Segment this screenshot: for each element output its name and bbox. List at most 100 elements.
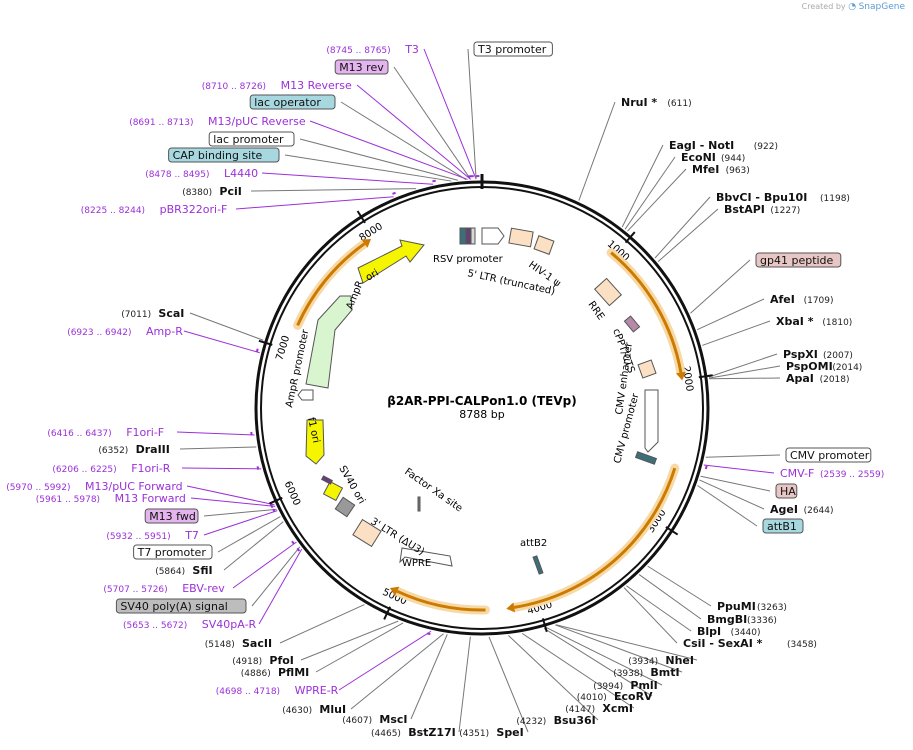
label-position: (3994) bbox=[593, 682, 623, 692]
label-name: BlpI bbox=[697, 625, 721, 638]
label-box bbox=[775, 483, 798, 499]
outer-label-ebvrev: (5707 .. 5726)EBV-rev bbox=[103, 582, 225, 595]
outer-label-pbr322: (8225 .. 8244)pBR322ori-F bbox=[81, 203, 228, 216]
outer-label-f1orir: (6206 .. 6225)F1ori-R bbox=[52, 462, 170, 475]
cppt-block-2 bbox=[637, 359, 657, 379]
label-position: (5932 .. 5951) bbox=[106, 532, 170, 542]
label-position: (611) bbox=[667, 99, 691, 109]
label-name: CAP binding site bbox=[173, 149, 263, 162]
primer-mark-sv40par bbox=[296, 547, 301, 552]
label-box bbox=[473, 41, 553, 57]
leader-line-ha bbox=[700, 475, 771, 492]
label-name: ApaI bbox=[786, 372, 814, 385]
outer-label-lacop: lac operator bbox=[249, 94, 336, 110]
outer-label-m13puc: (8691 .. 8713)M13/pUC Reverse bbox=[129, 115, 306, 128]
ampr-arrow bbox=[305, 295, 353, 389]
leader-line-sacii bbox=[279, 604, 365, 644]
leader-line-ppumi bbox=[647, 565, 712, 607]
leader-line-ampr-primer bbox=[183, 330, 260, 354]
label-position: (1198) bbox=[820, 194, 850, 204]
label-name: M13 fwd bbox=[149, 510, 196, 523]
outer-label-m13fwd: M13 fwd bbox=[144, 508, 199, 524]
leader-line-bsu36i bbox=[508, 635, 599, 721]
primer-mark-t7p bbox=[272, 508, 276, 513]
label-position: (8710 .. 8726) bbox=[202, 82, 266, 92]
tick-mark bbox=[698, 374, 713, 379]
plasmid-name: β2AR-PPI-CALPon1.0 (TEVp) bbox=[387, 394, 576, 408]
outer-label-m13forward: (5961 .. 5978)M13 Forward bbox=[36, 492, 186, 505]
label-name: Amp-R bbox=[146, 325, 183, 338]
leader-line-nhei bbox=[555, 624, 698, 661]
outer-label-csii: CsiI - SexAI *(3458) bbox=[683, 637, 817, 650]
outer-label-econi: EcoNI(944) bbox=[681, 151, 745, 164]
leader-line-pcii bbox=[250, 188, 417, 192]
label-name: T7 promoter bbox=[137, 546, 207, 559]
label-name: SacII bbox=[242, 637, 272, 650]
credit-brand: SnapGene bbox=[858, 2, 905, 12]
leader-line-m13reverse bbox=[356, 84, 471, 180]
leader-line-draiii bbox=[179, 446, 257, 450]
label-name: AfeI bbox=[770, 293, 795, 306]
lac-block bbox=[470, 227, 476, 245]
label-name: EBV-rev bbox=[182, 582, 225, 595]
label-position: (6352) bbox=[98, 446, 128, 456]
label-position: (6416 .. 6437) bbox=[47, 429, 111, 439]
primer-mark-l4440 bbox=[432, 179, 436, 183]
tick-mark bbox=[541, 618, 548, 633]
label-box bbox=[208, 131, 295, 147]
label-name: T7 bbox=[184, 529, 199, 542]
outer-label-ppumi: PpuMI(3263) bbox=[717, 600, 787, 613]
outer-label-mfei: MfeI(963) bbox=[692, 163, 750, 176]
label-name: PciI bbox=[219, 185, 241, 198]
leader-line-t3promoter bbox=[467, 48, 477, 180]
label-position: (2014) bbox=[832, 363, 862, 373]
outer-label-l4440: (8478 .. 8495)L4440 bbox=[145, 167, 258, 180]
outer-label-bmgbi: BmgBI(3336) bbox=[707, 613, 777, 626]
outer-label-f1orif: (6416 .. 6437)F1ori-F bbox=[47, 426, 164, 439]
orf-arc-wpre-head bbox=[389, 586, 400, 596]
leader-line-t3p bbox=[423, 48, 477, 180]
label-box bbox=[785, 447, 872, 463]
outer-label-lacprom: lac promoter bbox=[208, 131, 295, 147]
label-name: BbvCI - Bpu10I bbox=[716, 191, 807, 204]
label-name: F1ori-R bbox=[131, 462, 171, 475]
label-name: AgeI bbox=[770, 503, 798, 516]
outer-label-agei: AgeI (2644) bbox=[770, 503, 834, 516]
outer-label-t7p: (5932 .. 5951) T7 bbox=[106, 529, 199, 542]
outer-label-pfoi: (4918)PfoI bbox=[232, 654, 294, 667]
leader-line-lacop bbox=[340, 101, 467, 180]
orf-arc-ampr-head bbox=[361, 239, 372, 248]
label-name: L4440 bbox=[224, 167, 258, 180]
ori-arrow bbox=[357, 239, 425, 284]
label-position: (4147) bbox=[565, 705, 595, 715]
label-name: M13/pUC Forward bbox=[85, 480, 183, 493]
leader-line-cmvprom bbox=[705, 454, 781, 458]
tick-label: 7000 bbox=[274, 334, 292, 362]
leader-line-apai bbox=[709, 377, 781, 380]
label-name: Bsu36I bbox=[554, 714, 596, 727]
outer-label-sv40par: (5653 .. 5672)SV40pA-R bbox=[123, 618, 257, 631]
tick-mark bbox=[665, 526, 679, 536]
label-position: (3458) bbox=[787, 640, 817, 650]
label-name: BstZ17I bbox=[408, 726, 456, 739]
label-position: (8225 .. 8244) bbox=[81, 206, 145, 216]
label-position: (2018) bbox=[820, 375, 850, 385]
label-position: (4351) bbox=[459, 729, 489, 739]
label-name: M13 Reverse bbox=[281, 79, 352, 92]
attb2-block bbox=[532, 555, 544, 575]
inner-label-wpre: WPRE bbox=[402, 558, 431, 569]
outer-label-blpi: BlpI(3440) bbox=[697, 625, 761, 638]
leader-line-xbai bbox=[702, 320, 771, 346]
label-position: (4918) bbox=[232, 657, 262, 667]
inner-label-ampr: AmpR bbox=[345, 279, 366, 311]
tick-mark bbox=[269, 496, 283, 505]
outer-label-m13rev: M13 rev bbox=[334, 59, 389, 75]
leader-line-cmvf bbox=[703, 464, 775, 474]
f1-ori-arrow bbox=[305, 419, 325, 465]
label-position: (2644) bbox=[804, 506, 834, 516]
outer-label-sv40polya: SV40 poly(A) signal bbox=[115, 598, 247, 614]
label-box bbox=[762, 518, 804, 534]
inner-label-factorxa: Factor Xa site bbox=[402, 466, 464, 514]
primer-mark-pbr322 bbox=[392, 191, 396, 195]
label-name: SpeI bbox=[496, 726, 523, 739]
